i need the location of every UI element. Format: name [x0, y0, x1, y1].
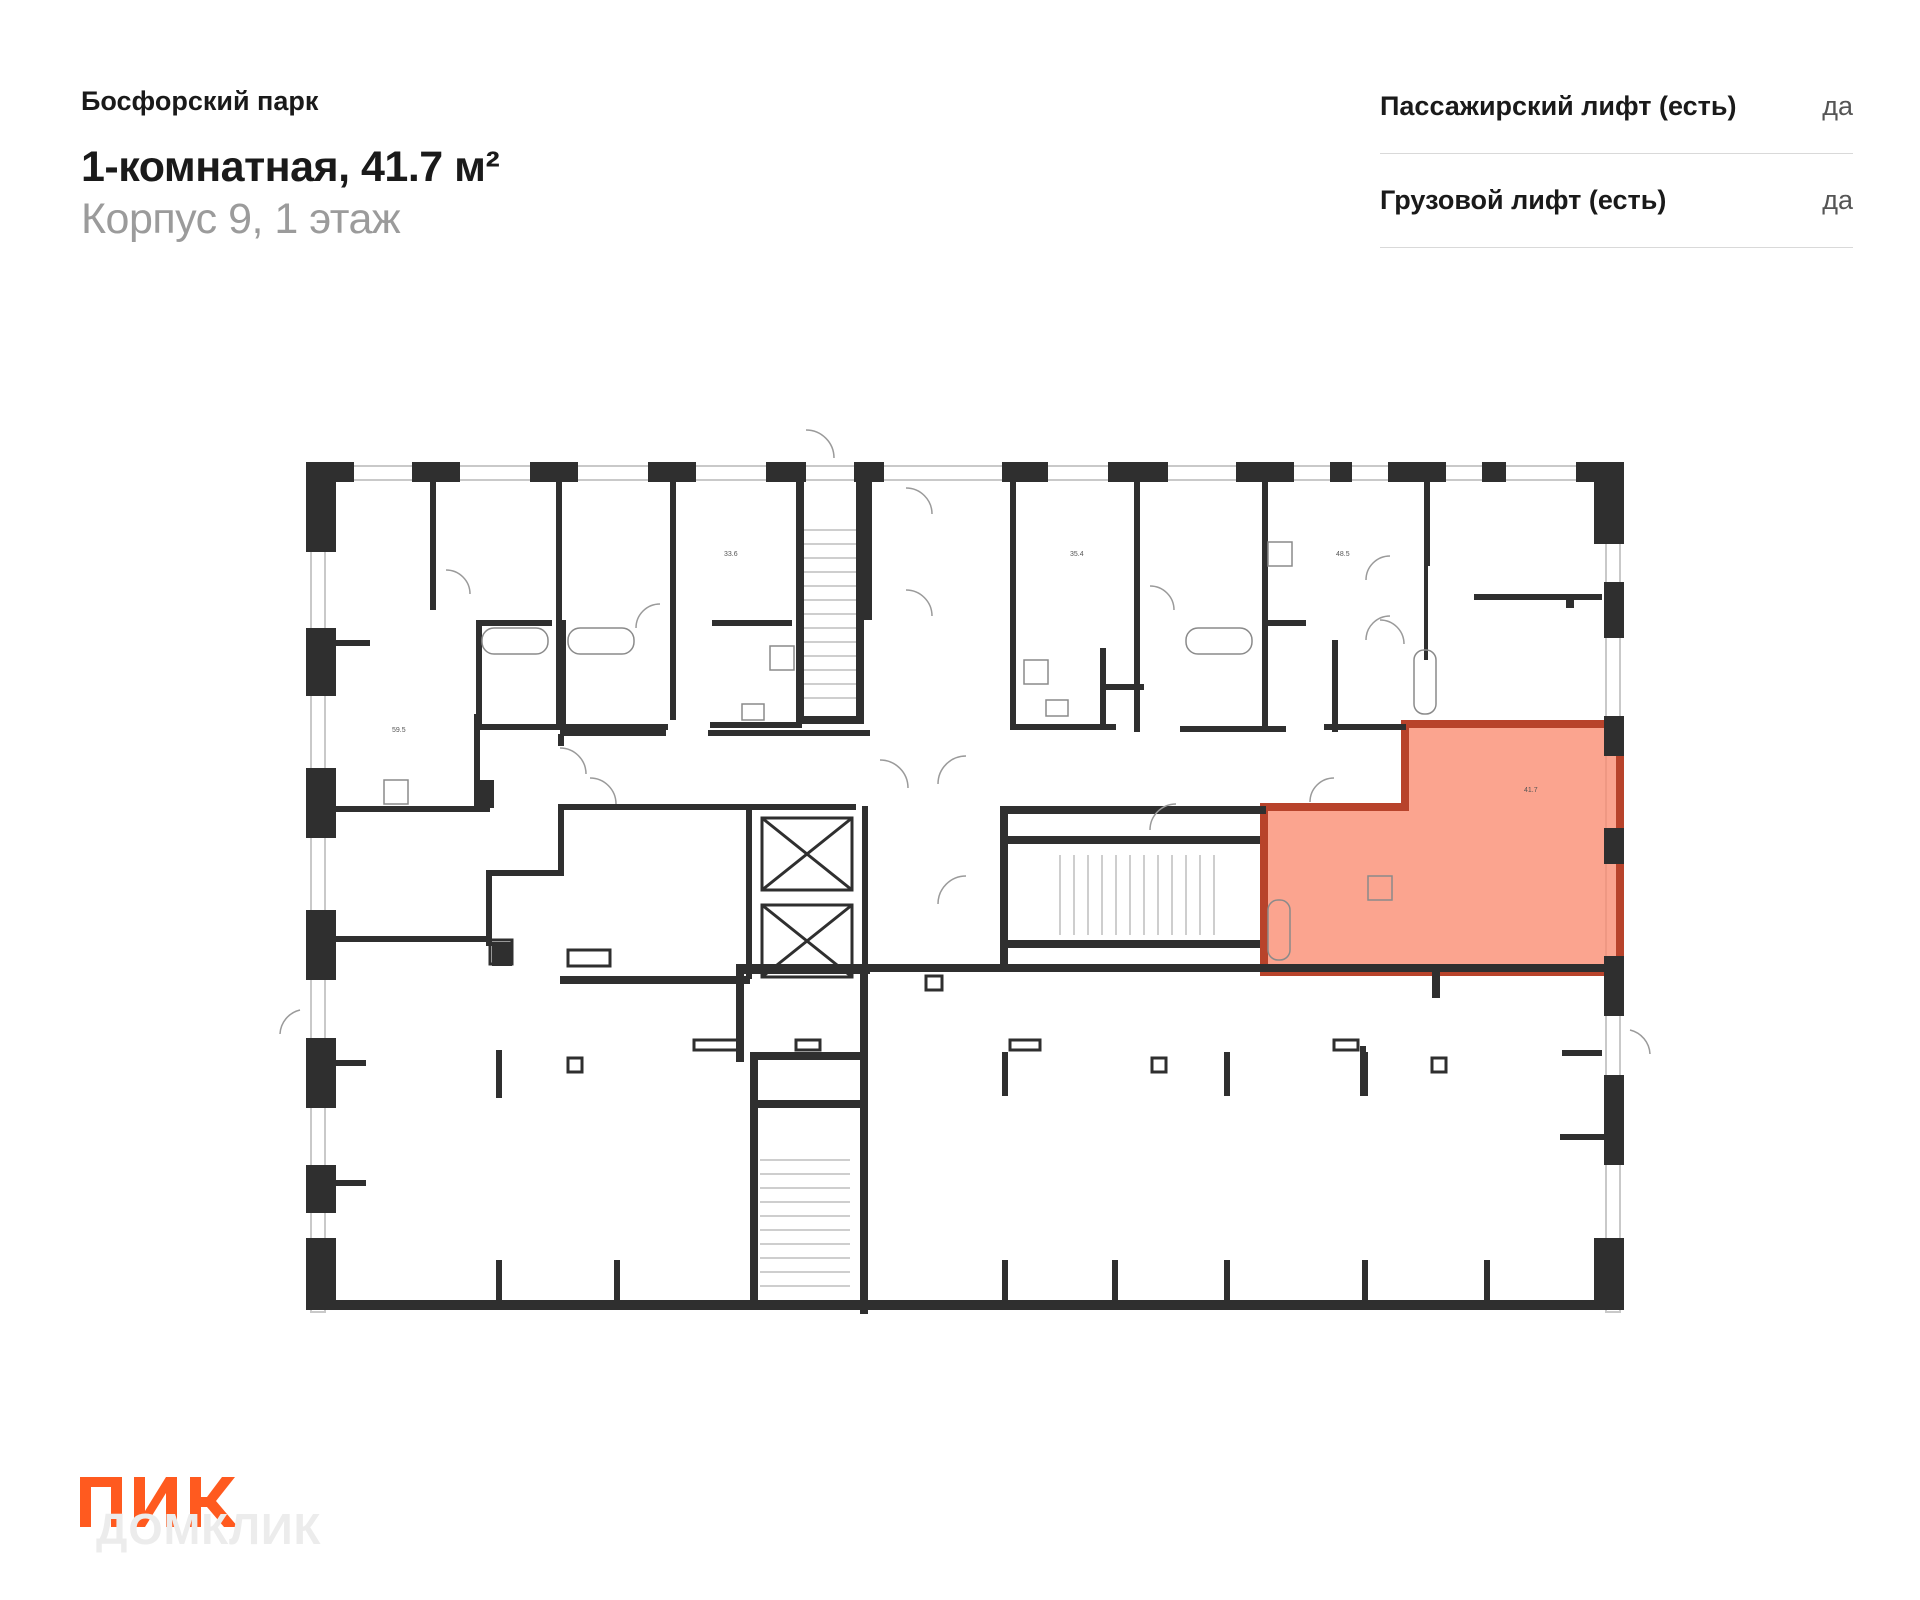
- highlighted-apartment[interactable]: [1260, 720, 1624, 976]
- flat-location: Корпус 9, 1 этаж: [81, 195, 401, 243]
- feature-value: да: [1822, 91, 1853, 121]
- walls: [306, 462, 1624, 1314]
- flat-title: 1-комнатная, 41.7 м²: [81, 143, 500, 191]
- area-labels: 33.6 35.4 48.5 59.5 41.7: [392, 551, 1538, 794]
- watermark: ДОМКЛИК: [96, 1505, 322, 1554]
- stair-hatching: [760, 529, 1215, 1287]
- features-list: Пассажирский лифт (есть) да Грузовой лиф…: [1380, 60, 1853, 248]
- door-swings: [279, 429, 1651, 1055]
- area-label-59-5: 59.5: [392, 727, 406, 734]
- feature-name: Пассажирский лифт (есть): [1380, 91, 1737, 121]
- area-label-48-5: 48.5: [1336, 551, 1350, 558]
- area-label-41-7: 41.7: [1524, 787, 1538, 794]
- bathroom-fixtures: [383, 541, 1437, 961]
- pik-logo: [80, 1477, 238, 1527]
- feature-row-freight-lift: Грузовой лифт (есть) да: [1380, 154, 1853, 248]
- feature-row-passenger-lift: Пассажирский лифт (есть) да: [1380, 60, 1853, 154]
- area-label-35-4: 35.4: [1070, 551, 1084, 558]
- columns: [488, 938, 1448, 1074]
- feature-name: Грузовой лифт (есть): [1380, 185, 1667, 215]
- project-name: Босфорский парк: [81, 86, 319, 116]
- feature-value: да: [1822, 185, 1853, 215]
- area-label-33-6: 33.6: [724, 551, 738, 558]
- elevator-shafts: [760, 816, 854, 979]
